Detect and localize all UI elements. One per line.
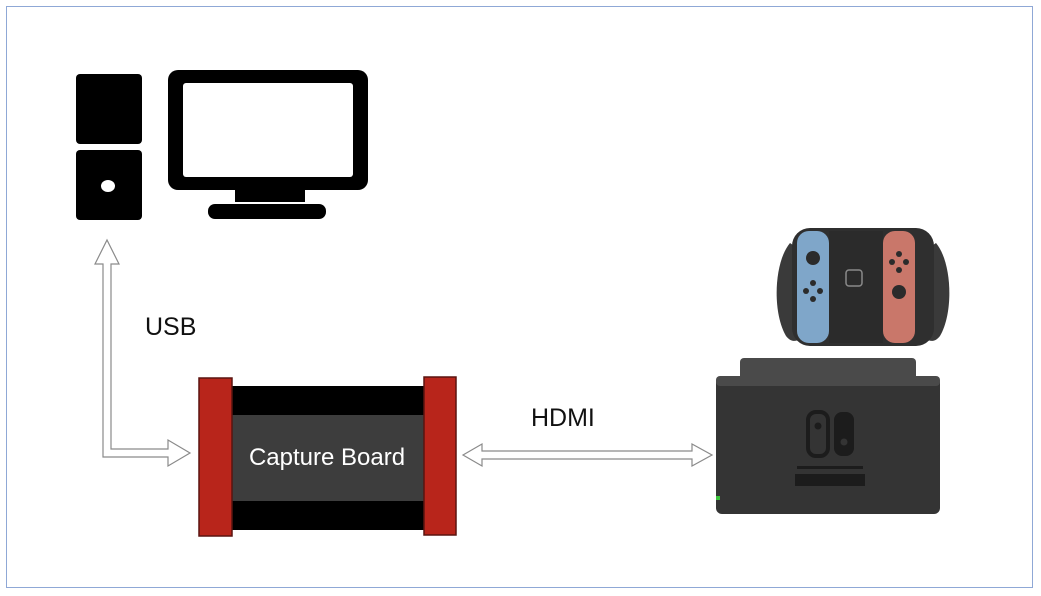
monitor-icon [168, 70, 368, 219]
hdmi-arrow [463, 444, 712, 466]
joycon-grip-icon [777, 228, 950, 346]
usb-label: USB [145, 313, 196, 342]
pc-tower-icon [76, 74, 142, 220]
switch-dock-icon [716, 358, 940, 514]
usb-arrow [95, 240, 190, 466]
hdmi-label: HDMI [531, 404, 595, 433]
capture-board-label: Capture Board [232, 444, 422, 472]
